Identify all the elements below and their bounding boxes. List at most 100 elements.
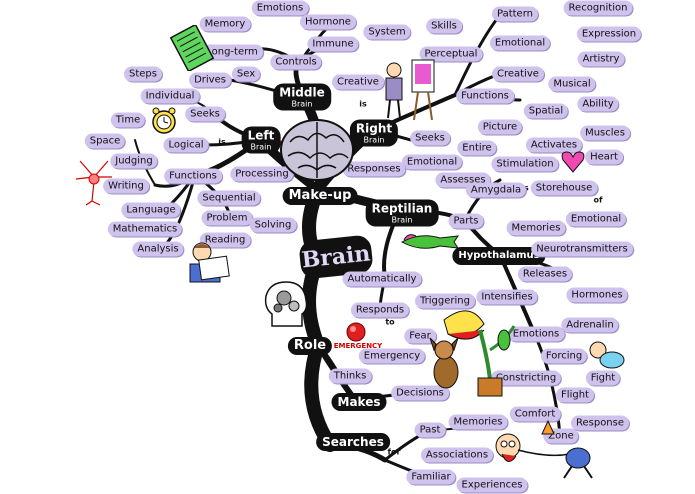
label-decisions: Decisions <box>391 385 449 401</box>
connector-for: for <box>387 447 401 457</box>
label-memory: Memory <box>199 16 251 32</box>
label-ability: Ability <box>577 96 619 112</box>
label-emotional-expr: Emotional <box>489 35 551 51</box>
label-pattern: Pattern <box>492 6 538 22</box>
label-writing: Writing <box>103 178 149 194</box>
label-muscles: Muscles <box>580 125 630 141</box>
label-parts: Parts <box>448 213 484 229</box>
label-entire: Entire <box>457 140 497 156</box>
label-responses: Responses <box>342 161 406 177</box>
crocodile-icon <box>400 228 460 260</box>
label-triggering: Triggering <box>415 293 475 309</box>
label-response: Response <box>570 415 630 431</box>
label-space: Space <box>84 133 126 149</box>
label-heart: Heart <box>585 149 623 165</box>
label-controls: Controls <box>270 54 322 70</box>
label-spatial: Spatial <box>523 103 569 119</box>
label-memories-past: Memories <box>448 414 508 430</box>
label-hormones: Hormones <box>566 287 628 303</box>
baby-icon <box>586 338 626 376</box>
label-automatically: Automatically <box>342 271 422 287</box>
label-logical: Logical <box>163 137 209 153</box>
label-emotions-h: Emotions <box>507 326 565 342</box>
label-steps: Steps <box>124 66 162 82</box>
running-figure-icon <box>488 428 598 484</box>
label-fight: Fight <box>585 370 621 386</box>
label-analysis: Analysis <box>132 241 184 257</box>
label-hormone: Hormone <box>300 14 356 30</box>
label-thinks: Thinks <box>328 368 372 384</box>
label-processing: Processing <box>230 166 294 182</box>
label-emergency: Emergency <box>358 348 426 364</box>
label-perceptual: Perceptual <box>419 46 483 62</box>
neuron-icon <box>72 155 116 211</box>
label-emotions: Emotions <box>251 0 309 16</box>
label-associations: Associations <box>420 447 494 463</box>
label-functions-right: Functions <box>456 88 514 104</box>
label-forcing: Forcing <box>540 348 588 364</box>
label-familiar: Familiar <box>406 469 456 485</box>
dog-icon <box>424 336 468 400</box>
label-mathematics: Mathematics <box>107 221 183 237</box>
label-reading: Reading <box>199 232 251 248</box>
reading-person-icon <box>180 238 230 288</box>
label-releases: Releases <box>517 266 573 282</box>
connector-is-left: is <box>218 137 226 147</box>
label-individual: Individual <box>140 88 200 104</box>
label-picture: Picture <box>477 119 523 135</box>
label-long-term: Long-term <box>201 44 263 60</box>
label-immune: Immune <box>307 36 359 52</box>
label-system: System <box>363 24 411 40</box>
plant-creature-icon <box>440 300 520 404</box>
label-language: Language <box>121 202 181 218</box>
brain-illustration-icon <box>278 112 356 188</box>
label-fear: Fear <box>404 328 436 344</box>
label-emotional-mem: Emotional <box>565 211 627 227</box>
artist-painting-icon <box>378 56 438 128</box>
label-creative-right: Creative <box>492 66 544 82</box>
emergency-light-icon <box>345 322 367 346</box>
label-judging: Judging <box>110 153 158 169</box>
label-seeks-left: Seeks <box>185 106 225 122</box>
emergency-stamp: EMERGENCY <box>333 342 383 350</box>
label-amygdala: Amygdala <box>465 182 527 198</box>
makeup-node: Make-up <box>282 187 358 205</box>
label-experiences: Experiences <box>456 477 528 493</box>
traffic-cone-icon <box>540 419 556 440</box>
label-functions-left: Functions <box>164 168 222 184</box>
label-intensifies: Intensifies <box>476 289 538 305</box>
label-drives: Drives <box>189 72 231 88</box>
head-gears-icon <box>262 278 310 334</box>
searches-node: Searches <box>316 433 390 451</box>
label-sequential: Sequential <box>197 190 261 206</box>
heart-figure-icon <box>560 148 586 180</box>
memory-chip-icon <box>169 23 215 75</box>
label-activates: Activates <box>525 137 583 153</box>
connector-is-right: is <box>359 99 367 109</box>
label-problem: Problem <box>201 210 253 226</box>
label-memories-emo: Memories <box>506 220 566 236</box>
role-node: Role <box>287 337 333 355</box>
label-recognition: Recognition <box>563 0 633 16</box>
label-musical: Musical <box>548 76 596 92</box>
label-artistry: Artistry <box>577 51 625 67</box>
label-adrenalin: Adrenalin <box>561 317 619 333</box>
label-sex: Sex <box>231 66 261 82</box>
label-flight: Flight <box>556 387 594 403</box>
label-neurotransmitters: Neurotransmitters <box>531 241 633 257</box>
label-time: Time <box>110 112 146 128</box>
makes-node: Makes <box>331 393 387 411</box>
connector-of: of <box>593 195 603 205</box>
connector-to: to <box>385 317 395 327</box>
label-seeks-right: Seeks <box>410 130 450 146</box>
label-constricting: Constricting <box>490 370 562 386</box>
alarm-clock-icon <box>150 106 178 140</box>
label-creative-center: Creative <box>332 74 384 90</box>
label-solving: Solving <box>249 217 297 233</box>
label-responds: Responds <box>350 302 410 318</box>
